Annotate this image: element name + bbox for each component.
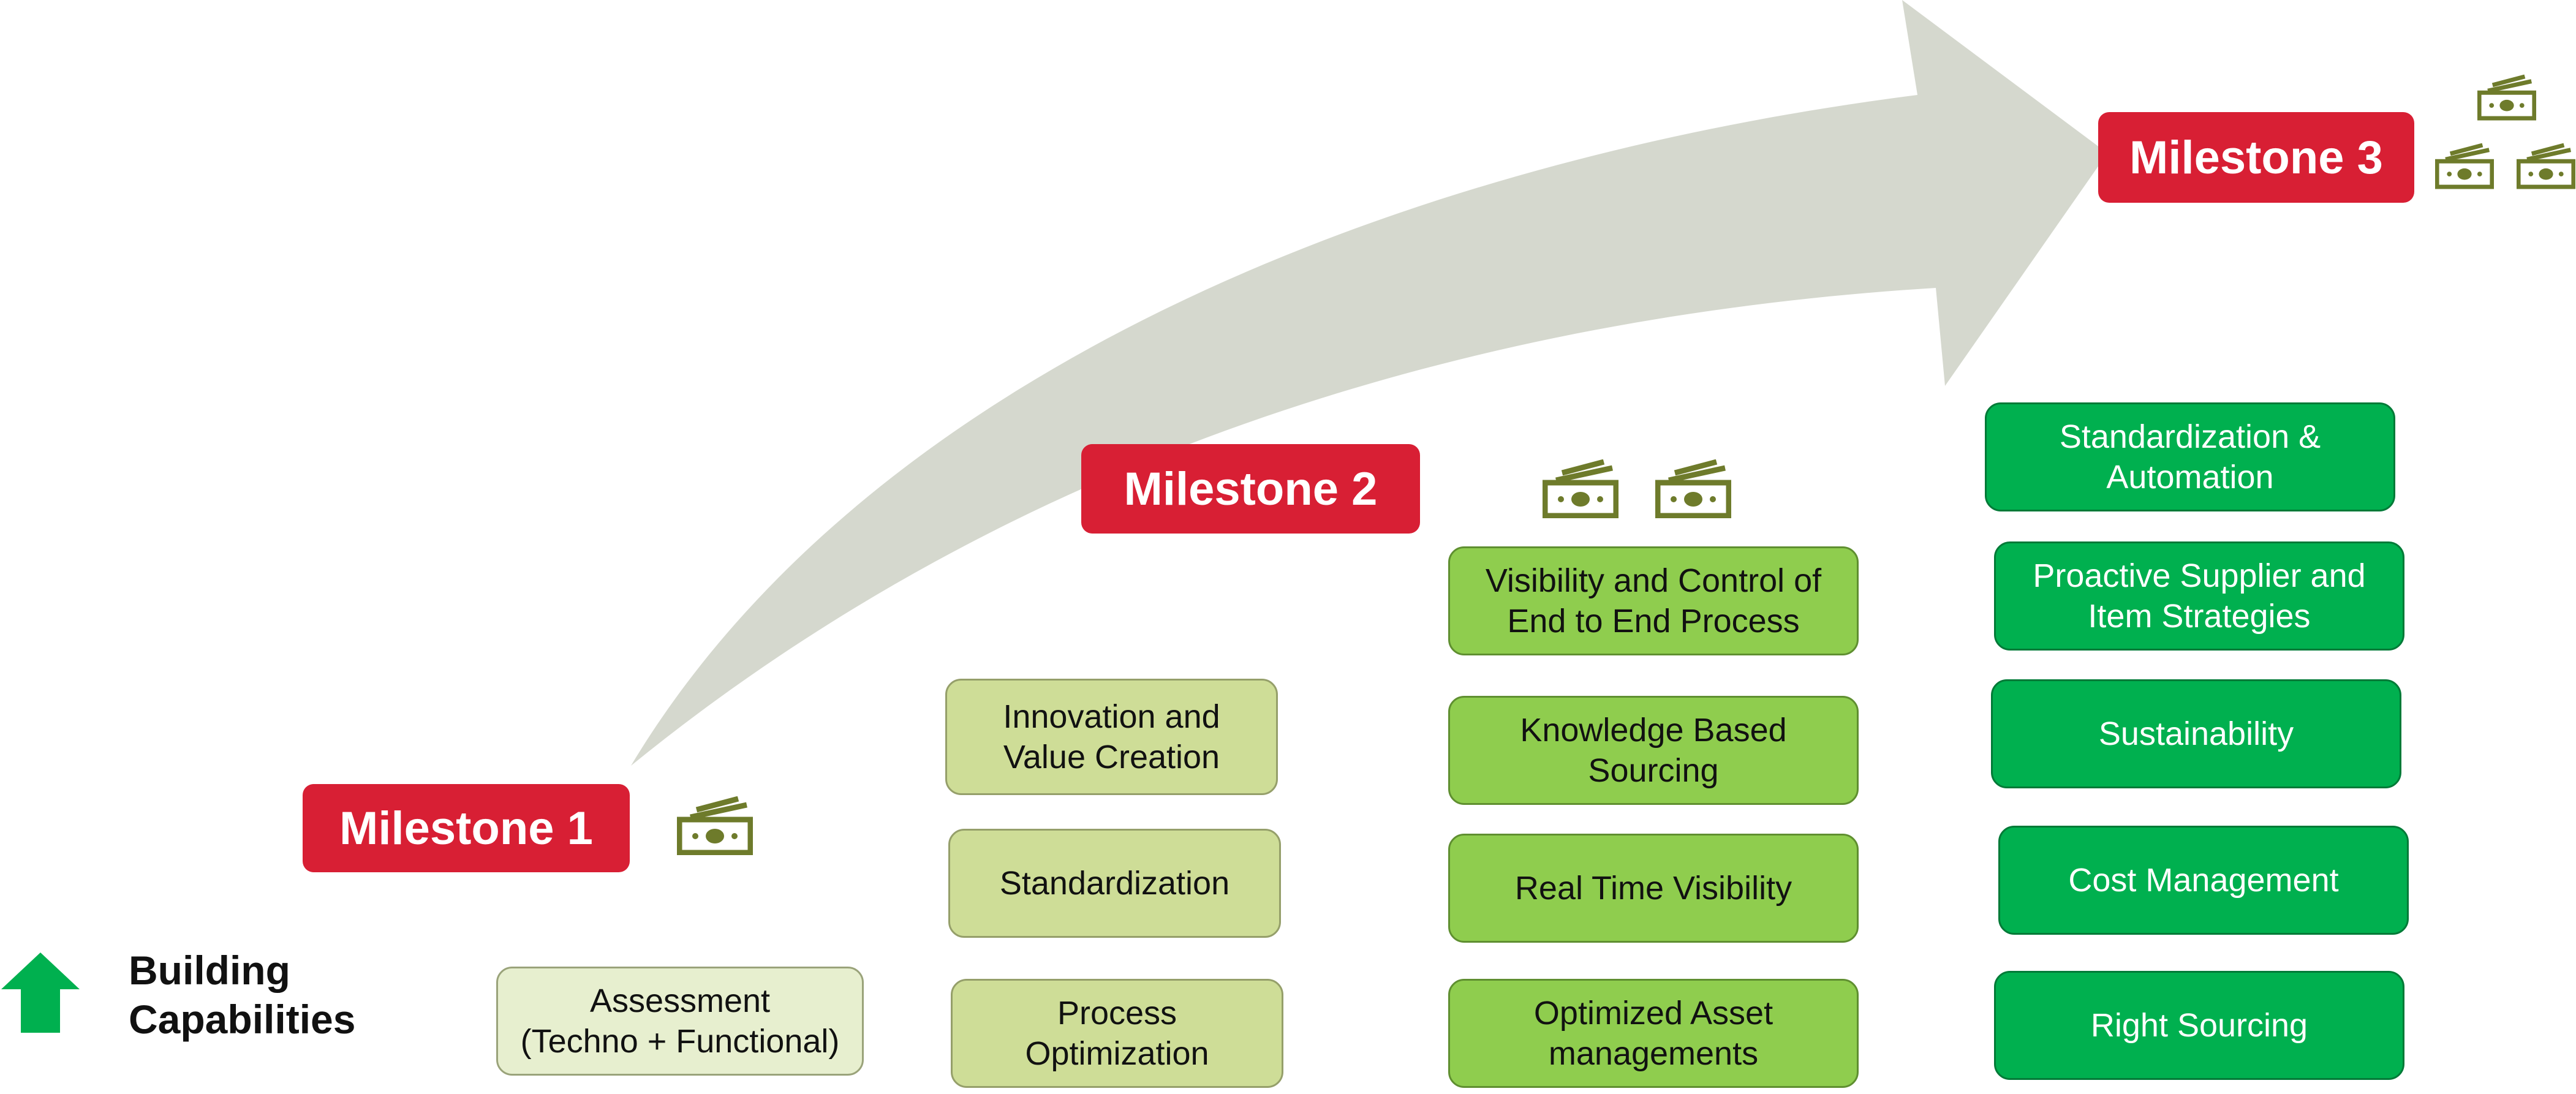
box-label: Visibility and Control of <box>1485 562 1822 599</box>
box-label: Optimized Asset <box>1533 995 1773 1032</box>
box-label: End to End Process <box>1507 603 1800 639</box>
box-label: Standardization <box>999 865 1230 902</box>
box-label: Innovation and <box>1003 698 1220 735</box>
box-label: (Techno + Functional) <box>520 1023 840 1060</box>
money-icon <box>2517 143 2575 189</box>
capability-box-proactive-supplier: Proactive Supplier and Item Strategies <box>1994 541 2404 651</box>
box-label: Proactive Supplier and <box>2033 557 2366 594</box>
capability-box-sustainability: Sustainability <box>1991 679 2401 788</box>
up-arrow-icon <box>1 953 80 1033</box>
capability-box-right-sourcing: Right Sourcing <box>1994 971 2404 1080</box>
money-icon <box>2477 74 2536 121</box>
capability-box-knowledge-sourcing: Knowledge Based Sourcing <box>1448 696 1859 805</box>
capability-box-innovation: Innovation and Value Creation <box>945 679 1278 795</box>
legend-label-line2: Capabilities <box>129 997 356 1042</box>
milestone-2-label: Milestone 2 <box>1081 444 1420 534</box>
box-label: Sourcing <box>1588 752 1719 789</box>
capability-box-standardization-automation: Standardization & Automation <box>1985 402 2395 511</box>
legend-label-line1: Building <box>129 948 290 993</box>
box-label: Right Sourcing <box>2090 1007 2308 1044</box>
box-label: Item Strategies <box>2088 598 2311 635</box>
capability-box-realtime-visibility: Real Time Visibility <box>1448 834 1859 943</box>
money-icon <box>1655 459 1731 518</box>
box-label: Process <box>1057 995 1177 1032</box>
money-icon <box>1543 459 1618 518</box>
capability-box-assessment: Assessment (Techno + Functional) <box>496 967 864 1076</box>
capability-box-process-optimization: Process Optimization <box>951 979 1283 1088</box>
milestone-3-label: Milestone 3 <box>2098 112 2414 203</box>
capability-box-asset-management: Optimized Asset managements <box>1448 979 1859 1088</box>
money-icon <box>2435 143 2494 189</box>
capability-box-visibility-control: Visibility and Control of End to End Pro… <box>1448 546 1859 655</box>
milestone-1-label: Milestone 1 <box>303 784 630 872</box>
box-label: Assessment <box>589 983 771 1019</box>
box-label: Optimization <box>1025 1035 1209 1072</box>
box-label: managements <box>1548 1035 1759 1072</box>
box-label: Knowledge Based <box>1520 712 1787 749</box>
box-label: Standardization & <box>2059 418 2321 455</box>
box-label: Real Time Visibility <box>1514 870 1792 907</box>
capability-box-standardization: Standardization <box>948 829 1281 938</box>
box-label: Automation <box>2106 459 2274 496</box>
box-label: Cost Management <box>2068 862 2339 899</box>
capability-box-cost-management: Cost Management <box>1998 826 2409 935</box>
money-icon <box>677 796 753 855</box>
box-label: Sustainability <box>2098 715 2294 752</box>
box-label: Value Creation <box>1003 739 1220 775</box>
